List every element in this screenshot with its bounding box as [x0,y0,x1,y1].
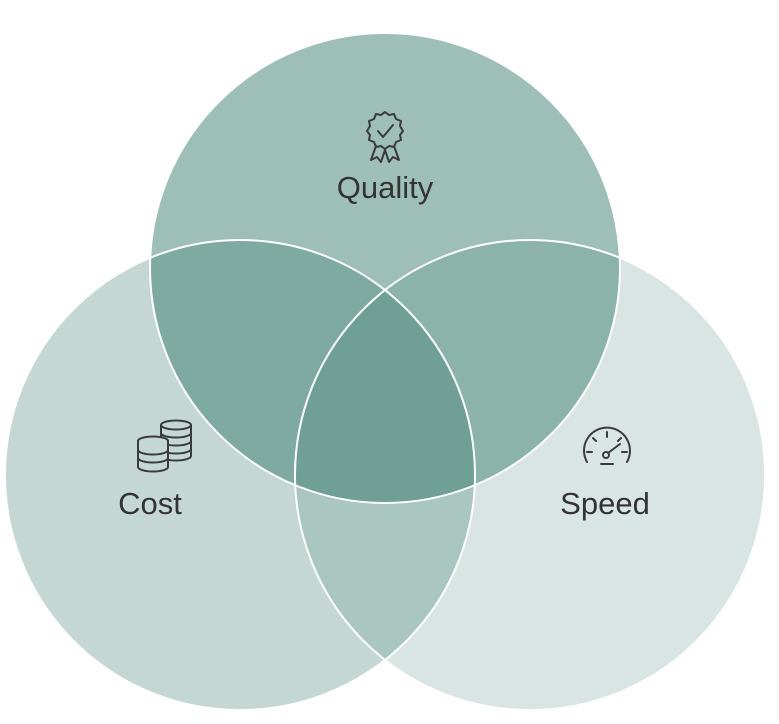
circle-outlines [4,32,766,711]
quality-label: Quality [337,170,434,205]
coin-stacks-icon [137,419,192,473]
cost-label: Cost [118,486,182,521]
all-overlap [295,240,475,503]
speedometer-icon [583,426,631,465]
speed-label: Speed [560,486,650,521]
award-ribbon-icon [366,111,404,163]
